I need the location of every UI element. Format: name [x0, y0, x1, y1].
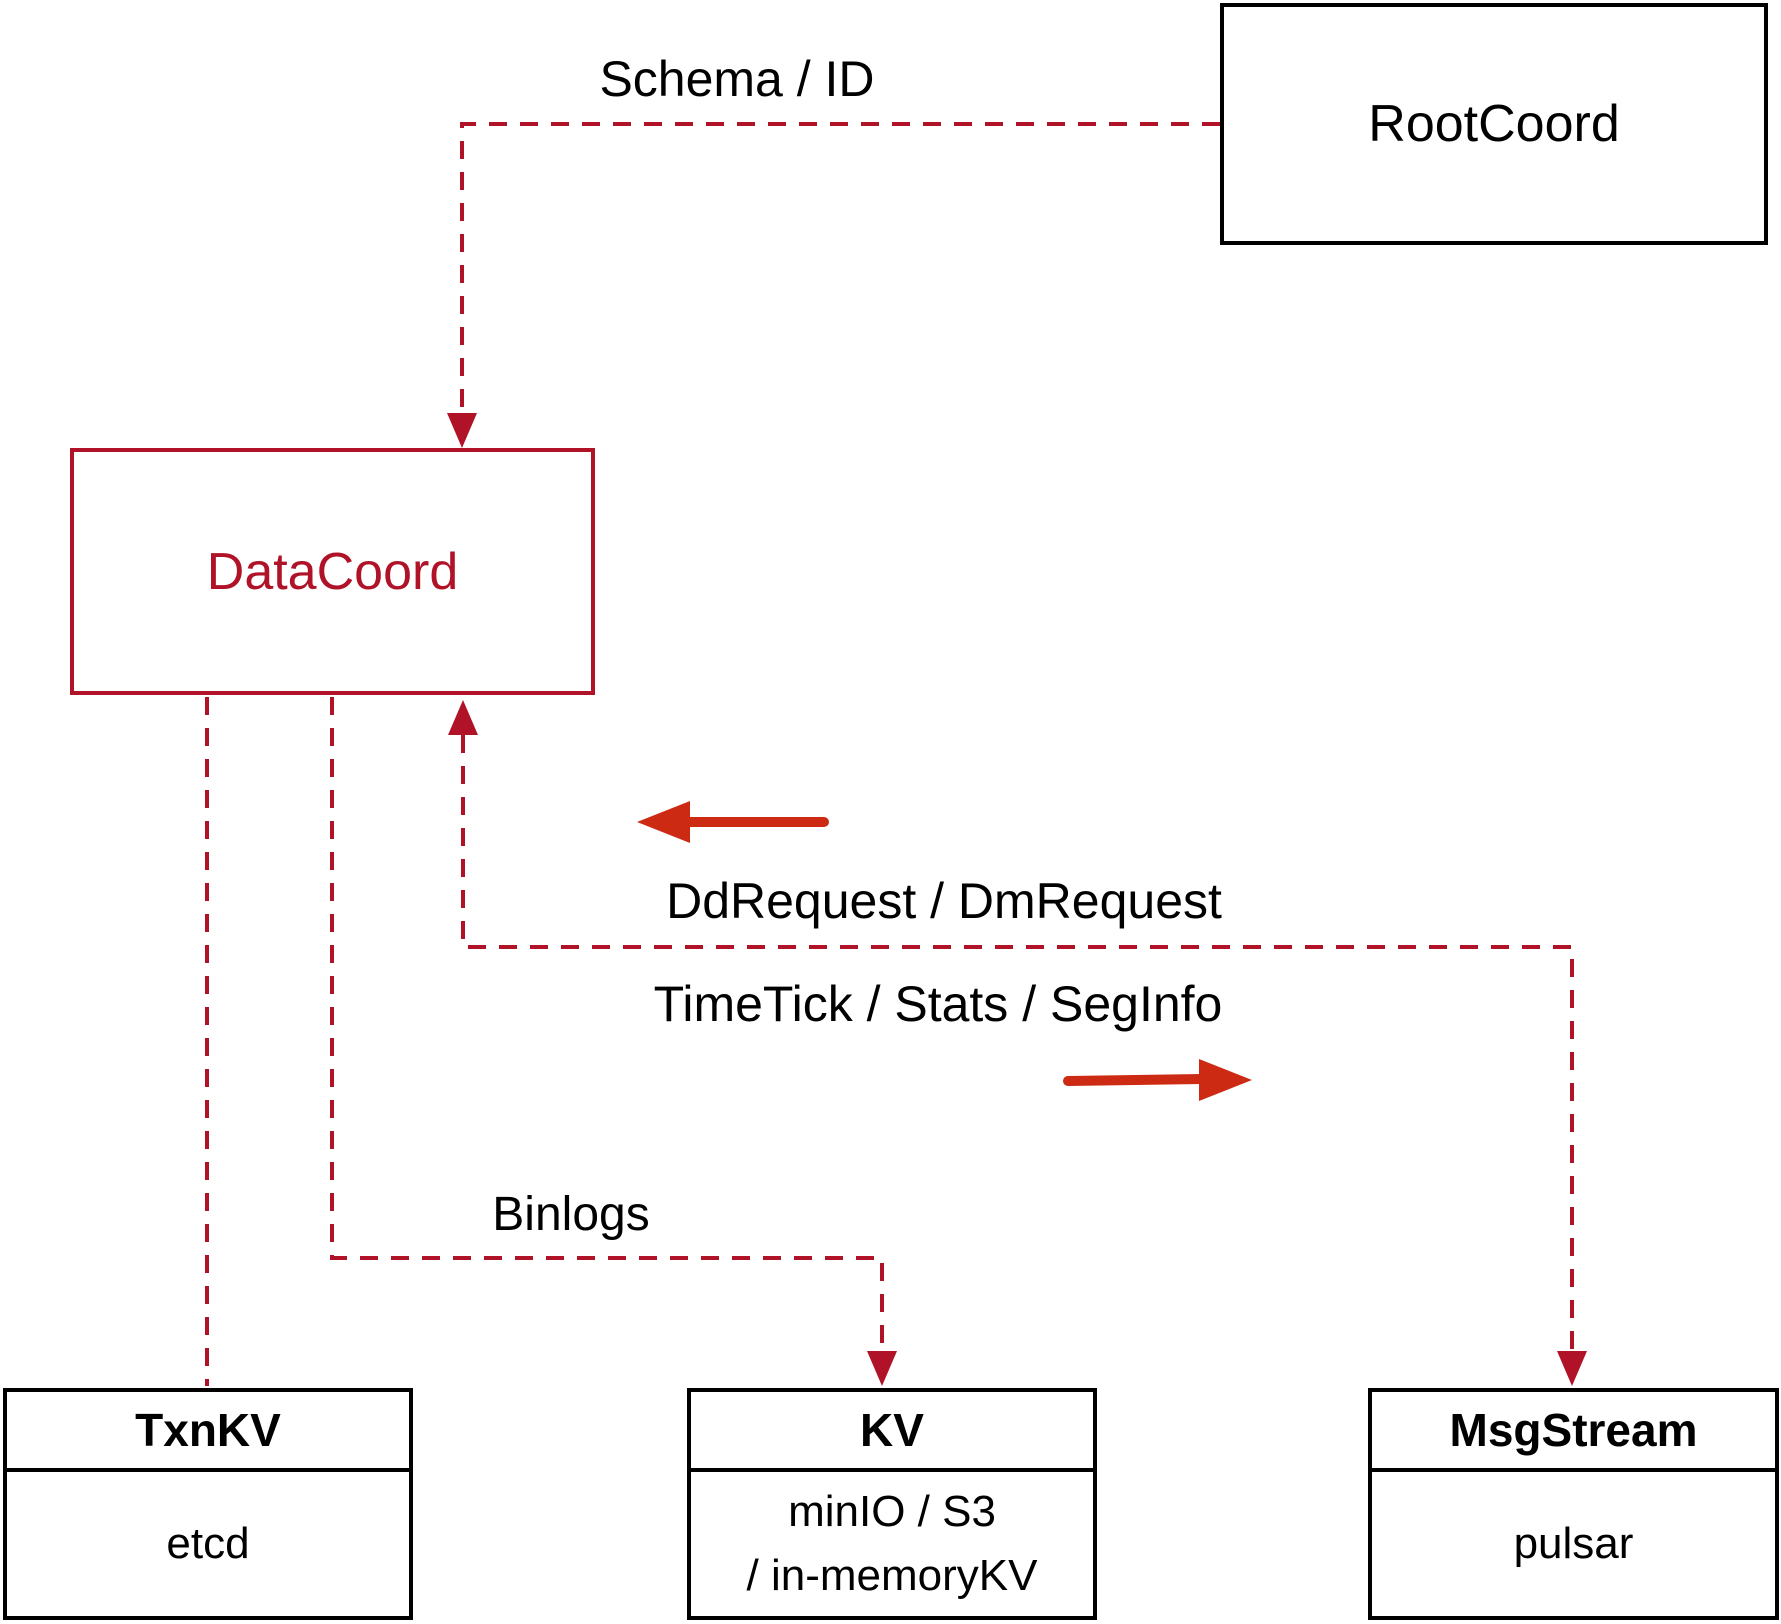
edge-label-schema-id: Schema / ID [599, 51, 875, 107]
txnkv-impl: etcd [166, 1519, 250, 1568]
arrow-down-icon [1557, 1351, 1587, 1386]
arrow-right-shaft [1063, 1074, 1207, 1086]
msgstream-title: MsgStream [1372, 1392, 1775, 1472]
edge-datacoord-to-kv [330, 697, 897, 1386]
arrow-down-icon [867, 1351, 897, 1386]
edge-label-timetick-stats-seginfo: TimeTick / Stats / SegInfo [653, 976, 1223, 1032]
node-kv: KV minIO / S3 / in-memoryKV [687, 1388, 1097, 1620]
edge-schema-id-line [460, 122, 1220, 440]
edge-requests-line [461, 735, 1574, 1350]
arrow-right-icon [1199, 1059, 1252, 1101]
txnkv-body: etcd [7, 1472, 409, 1616]
datacoord-label: DataCoord [206, 542, 459, 601]
node-txnkv: TxnKV etcd [3, 1388, 413, 1620]
rootcoord-label: RootCoord [1368, 95, 1620, 153]
arrow-left-icon [637, 801, 690, 843]
arrow-down-icon [447, 413, 477, 448]
node-msgstream: MsgStream pulsar [1368, 1388, 1779, 1620]
direction-arrow-left [637, 801, 829, 843]
kv-title: KV [691, 1392, 1093, 1472]
arrow-up-icon [448, 700, 478, 735]
direction-arrow-right [1063, 1059, 1252, 1101]
edge-label-ddrequest-dmrequest: DdRequest / DmRequest [666, 873, 1222, 929]
kv-impl-line2: / in-memoryKV [746, 1551, 1038, 1600]
txnkv-title: TxnKV [7, 1392, 409, 1472]
kv-impl-line1: minIO / S3 [788, 1487, 996, 1536]
kv-body: minIO / S3 / in-memoryKV [691, 1472, 1093, 1616]
msgstream-body: pulsar [1372, 1472, 1775, 1616]
edge-rootcoord-to-datacoord [447, 122, 1220, 448]
node-datacoord: DataCoord [70, 448, 595, 695]
edge-msgstream-to-datacoord [448, 700, 1587, 1386]
msgstream-impl: pulsar [1513, 1519, 1634, 1568]
node-rootcoord: RootCoord [1220, 3, 1768, 245]
edge-label-binlogs: Binlogs [492, 1188, 650, 1241]
